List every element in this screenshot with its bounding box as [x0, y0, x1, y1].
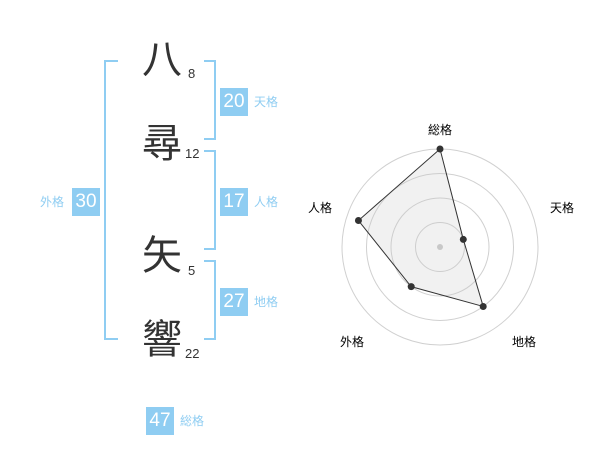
- tenkaku-bracket: [204, 60, 216, 140]
- jinkaku-label: 人格: [254, 195, 279, 209]
- jinkaku-bracket: [204, 150, 216, 250]
- jinkaku-score-badge: 17: [220, 188, 248, 216]
- chikaku-score-badge: 27: [220, 288, 248, 316]
- radar-label-jinkaku: 人格: [308, 200, 332, 215]
- radar-label-gaikaku: 外格: [340, 334, 364, 349]
- chikaku-bracket: [204, 260, 216, 340]
- stroke-count-4: 22: [185, 346, 200, 361]
- name-char-4: 響: [142, 317, 182, 363]
- name-char-1: 八: [142, 37, 182, 83]
- tenkaku-label: 天格: [254, 95, 279, 109]
- radar-points: [354, 145, 487, 310]
- gaikaku-label: 外格: [40, 195, 65, 209]
- gaikaku-score-badge: 30: [72, 188, 100, 216]
- radar-point: [436, 145, 444, 153]
- radar-label-soukaku: 総格: [428, 122, 452, 137]
- chikaku-label: 地格: [254, 295, 279, 309]
- radar-point: [479, 302, 487, 310]
- stroke-count-2: 12: [185, 146, 200, 161]
- tenkaku-score-badge: 20: [220, 88, 248, 116]
- stroke-count-3: 5: [188, 263, 196, 278]
- soukaku-label: 総格: [180, 414, 205, 428]
- radar-polygon: [357, 148, 484, 308]
- name-char-3: 矢: [142, 233, 182, 279]
- stroke-count-1: 8: [188, 66, 196, 81]
- radar-label-tenkaku: 天格: [550, 200, 574, 215]
- radar-point: [407, 283, 415, 291]
- radar-center-dot: [437, 244, 443, 250]
- radar-point: [354, 217, 362, 225]
- radar-ring: [366, 173, 514, 321]
- radar-ring: [390, 197, 490, 297]
- name-char-2: 尋: [142, 121, 182, 167]
- radar-label-chikaku: 地格: [512, 334, 536, 349]
- gaikaku-bracket: [104, 60, 118, 340]
- radar-point: [459, 235, 467, 243]
- radar-ring: [415, 222, 465, 272]
- radar-chart: 総格 天格 地格 外格 人格: [308, 122, 574, 349]
- soukaku-score-badge: 47: [146, 407, 174, 435]
